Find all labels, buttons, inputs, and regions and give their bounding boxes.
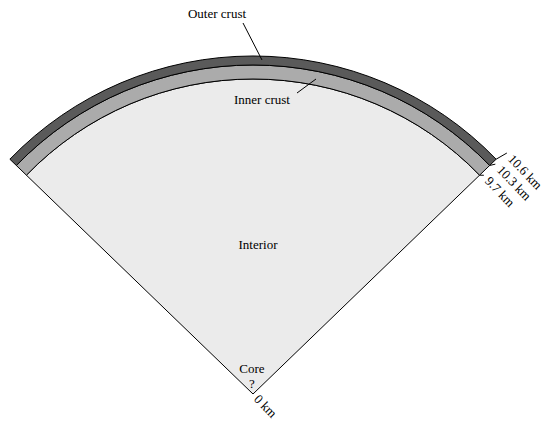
unknown-mark: ? — [249, 377, 255, 391]
leader-line — [480, 175, 484, 176]
part-name: Core — [239, 362, 264, 376]
part-name: Inner crust — [234, 93, 290, 107]
part-name: Interior — [239, 238, 278, 252]
interior-region — [26, 79, 479, 394]
wedge-group — [10, 56, 496, 394]
leader-line — [490, 164, 496, 165]
leader-line — [297, 79, 316, 93]
radius-dimension: 0 km — [251, 392, 280, 421]
leader-line — [496, 153, 507, 159]
leader-line — [243, 23, 262, 60]
part-name: Outer crust — [188, 7, 246, 21]
outer-crust-band — [10, 56, 496, 165]
inner-crust-band — [16, 65, 489, 175]
